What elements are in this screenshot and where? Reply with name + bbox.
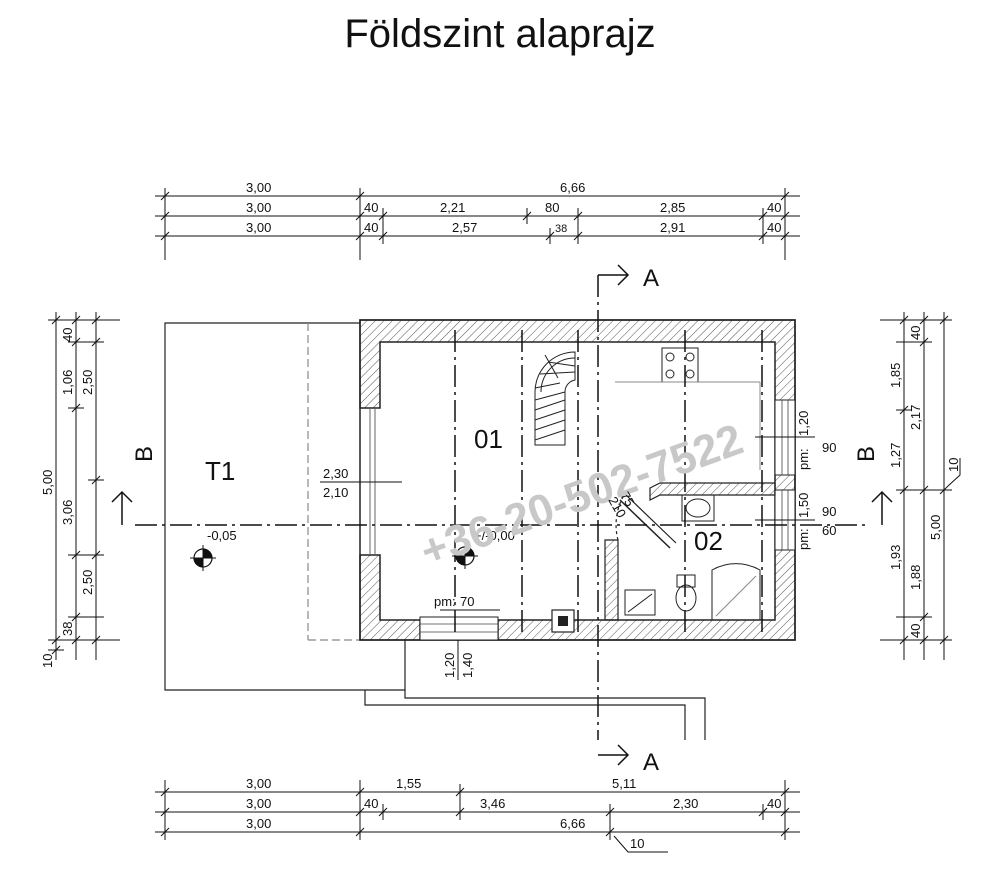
dim-right-note: 10 — [946, 458, 961, 472]
dim-right-outer-2: 1,93 — [888, 545, 903, 570]
dim-right-outer-0: 1,85 — [888, 363, 903, 388]
dim-bottom-r2-2: 3,46 — [480, 796, 505, 811]
dim-right-inner-3: 1,88 — [908, 565, 923, 590]
dim-left-mid-1: 1,06 — [60, 370, 75, 395]
opening-leaders — [320, 436, 815, 680]
dim-lines-left — [48, 312, 120, 660]
terrace-outline — [164, 322, 706, 740]
dim-left-mid-0: 40 — [60, 328, 75, 342]
dim-top-r3-5: 40 — [767, 220, 781, 235]
dim-right-inner-1: 2,17 — [908, 405, 923, 430]
win2-height: 90 — [822, 504, 836, 519]
dim-top-r2-0: 3,00 — [246, 200, 271, 215]
dim-left-mid-2: 2,50 — [80, 370, 95, 395]
room-label-terrace: T1 — [205, 456, 235, 486]
dim-bottom-r2-1: 40 — [364, 796, 378, 811]
dim-left-outer-1: 3,06 — [60, 500, 75, 525]
section-b-left: B — [131, 446, 158, 462]
win2-sill: 60 — [822, 523, 836, 538]
bottom-win-width: 70 — [460, 594, 474, 609]
dim-top-r1-left: 3,00 — [246, 180, 271, 195]
win1-prefix: pm: — [796, 448, 811, 470]
interior-partitions — [604, 482, 776, 621]
door-height: 2,10 — [323, 485, 348, 500]
dim-top-r3-1: 40 — [364, 220, 378, 235]
kitchen-stove — [615, 347, 761, 470]
dim-top-r1-right: 6,66 — [560, 180, 585, 195]
room-label-living: 01 — [474, 424, 503, 454]
plan-title: Földszint alaprajz — [344, 12, 656, 56]
dim-lines-right — [880, 312, 961, 660]
dim-top-r3-0: 3,00 — [246, 220, 271, 235]
dim-top-r2-2: 2,21 — [440, 200, 465, 215]
dim-lines-bottom — [155, 780, 800, 853]
dim-left-outer-2: 10 — [40, 654, 55, 668]
door-width: 2,30 — [323, 466, 348, 481]
win2-prefix: pm: — [796, 528, 811, 550]
bottom-win-h0: 1,20 — [442, 653, 457, 678]
dim-top-r2-5: 40 — [767, 200, 781, 215]
dim-bottom-r2-0: 3,00 — [246, 796, 271, 811]
dim-left-outer-0: 5,00 — [40, 470, 55, 495]
dim-bottom-r2-3: 2,30 — [673, 796, 698, 811]
dim-bottom-r1-2: 5,11 — [612, 776, 636, 791]
dim-lines-top — [155, 188, 800, 260]
section-a-top: A — [643, 265, 659, 292]
dim-bottom-r3-1: 6,66 — [560, 816, 585, 831]
win1-width: 1,20 — [796, 411, 811, 436]
dim-bottom-r1-0: 3,00 — [246, 776, 271, 791]
win2-width: 1,50 — [796, 493, 811, 518]
dim-bottom-r2-4: 40 — [767, 796, 781, 811]
level-marker-living — [452, 543, 478, 569]
dim-bottom-r3-0: 3,00 — [246, 816, 271, 831]
bath-door-width: 75 — [617, 489, 637, 509]
level-marker-terrace — [190, 545, 216, 571]
win1-height: 90 — [822, 440, 836, 455]
dim-right-outer-1: 1,27 — [888, 443, 903, 468]
axis-lines — [135, 275, 865, 740]
level-terrace: -0,05 — [207, 528, 237, 543]
dim-top-r3-4: 2,91 — [660, 220, 685, 235]
dim-top-r3-3: 38 — [555, 223, 567, 235]
bottom-win-prefix: pm: — [434, 594, 456, 609]
dim-right-inner-2: 5,00 — [928, 515, 943, 540]
section-markers — [111, 264, 893, 766]
dim-left-mid-4: 38 — [60, 622, 75, 636]
bottom-win-h1: 1,40 — [460, 653, 475, 678]
spiral-stair — [534, 351, 576, 446]
section-b-right: B — [853, 446, 880, 462]
dim-top-r2-3: 80 — [545, 200, 559, 215]
dim-top-r2-1: 40 — [364, 200, 378, 215]
dim-top-r3-2: 2,57 — [452, 220, 477, 235]
section-a-bottom: A — [643, 749, 659, 776]
dim-bottom-note: 10 — [630, 836, 644, 851]
room-label-bath: 02 — [694, 526, 723, 556]
dim-right-inner-0: 40 — [908, 326, 923, 340]
dim-bottom-r1-1: 1,55 — [396, 776, 421, 791]
dim-right-inner-4: 40 — [908, 624, 923, 638]
level-living: +/-0,00 — [474, 528, 515, 543]
dim-left-mid-3: 2,50 — [80, 570, 95, 595]
bathroom-fixtures — [624, 494, 761, 620]
dim-top-r2-4: 2,85 — [660, 200, 685, 215]
